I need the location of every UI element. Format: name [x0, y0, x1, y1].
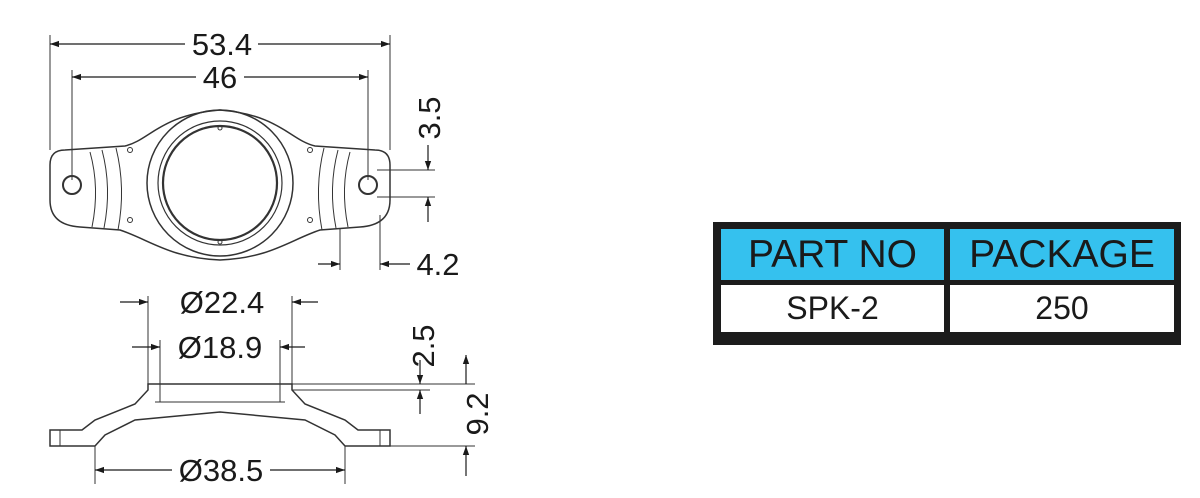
header-part-no: PART NO — [721, 229, 944, 280]
package-value: 250 — [950, 285, 1174, 332]
top-outer-diameter-label: Ø22.4 — [180, 285, 264, 320]
outer-ring — [146, 109, 294, 257]
hole-diameter-label: 3.5 — [412, 96, 447, 139]
spec-table: PART NO PACKAGE SPK-2 250 — [713, 222, 1181, 345]
part-no-value: SPK-2 — [721, 285, 944, 332]
top-view — [49, 35, 435, 270]
center-opening — [161, 124, 279, 242]
side-dimension-lines — [95, 298, 470, 476]
bracket-outline — [49, 109, 391, 261]
top-dimension-lines — [50, 40, 432, 268]
technical-drawing: 53.4 46 3.5 4.2 Ø22.4 Ø18.9 2.5 9.2 — [49, 27, 495, 488]
collar-height-label: 2.5 — [406, 324, 441, 367]
right-mount-hole — [358, 175, 378, 195]
ear-offset-label: 4.2 — [416, 247, 459, 282]
header-package: PACKAGE — [950, 229, 1174, 280]
side-profile-outline — [49, 383, 391, 447]
total-height-label: 9.2 — [460, 392, 495, 435]
top-inner-diameter-label: Ø18.9 — [178, 330, 262, 365]
overall-width-label: 53.4 — [192, 27, 252, 62]
left-mount-hole — [62, 175, 82, 195]
hole-spacing-label: 46 — [203, 60, 237, 95]
base-diameter-label: Ø38.5 — [179, 453, 263, 488]
